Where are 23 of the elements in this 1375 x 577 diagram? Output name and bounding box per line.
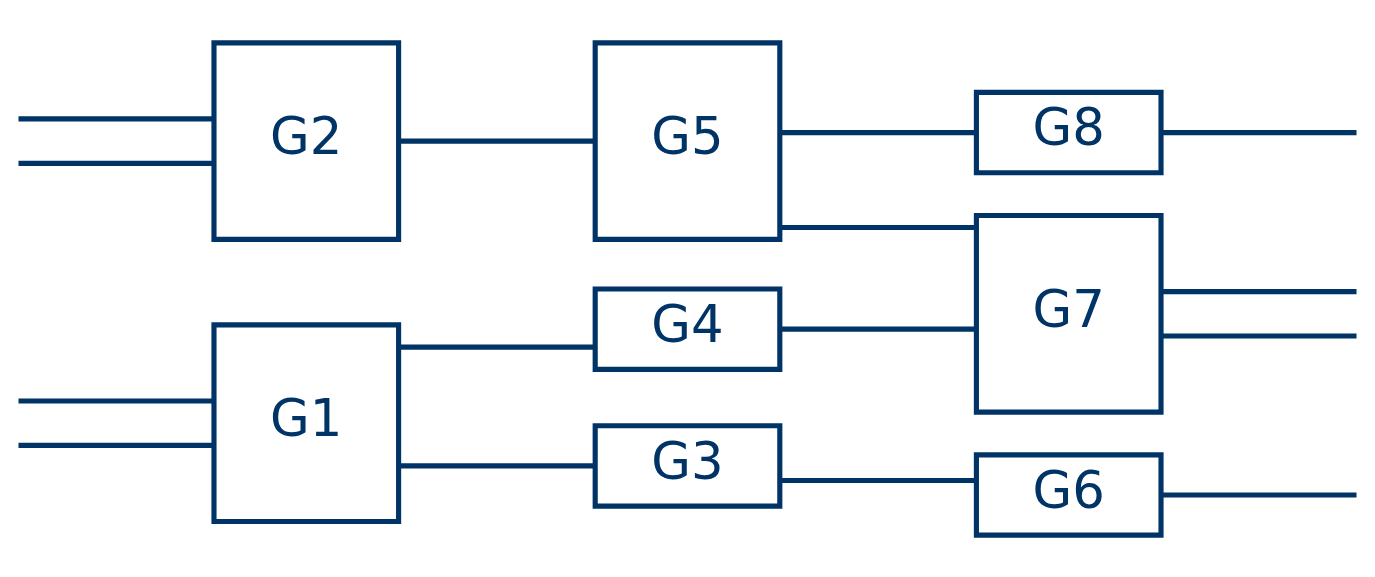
connector bbox=[398, 462, 596, 468]
connector bbox=[1161, 288, 1357, 294]
node-box: G5 bbox=[592, 39, 783, 242]
connector bbox=[779, 224, 977, 230]
node-box: G6 bbox=[973, 451, 1164, 538]
connector bbox=[1161, 491, 1357, 498]
node-box: G8 bbox=[973, 89, 1164, 175]
node-box: G7 bbox=[973, 212, 1164, 415]
connector bbox=[18, 397, 214, 404]
connector bbox=[398, 344, 596, 350]
node-box: G3 bbox=[592, 422, 783, 509]
connector bbox=[18, 442, 214, 448]
node-box: G4 bbox=[592, 285, 783, 372]
connector bbox=[18, 160, 214, 166]
connector bbox=[1161, 332, 1357, 339]
connector bbox=[779, 129, 977, 135]
connector bbox=[18, 115, 214, 121]
connector bbox=[398, 138, 596, 144]
connector bbox=[1161, 129, 1357, 135]
connector bbox=[779, 326, 977, 332]
node-box: G1 bbox=[211, 321, 402, 524]
connector bbox=[779, 477, 977, 483]
node-box: G2 bbox=[211, 39, 402, 242]
